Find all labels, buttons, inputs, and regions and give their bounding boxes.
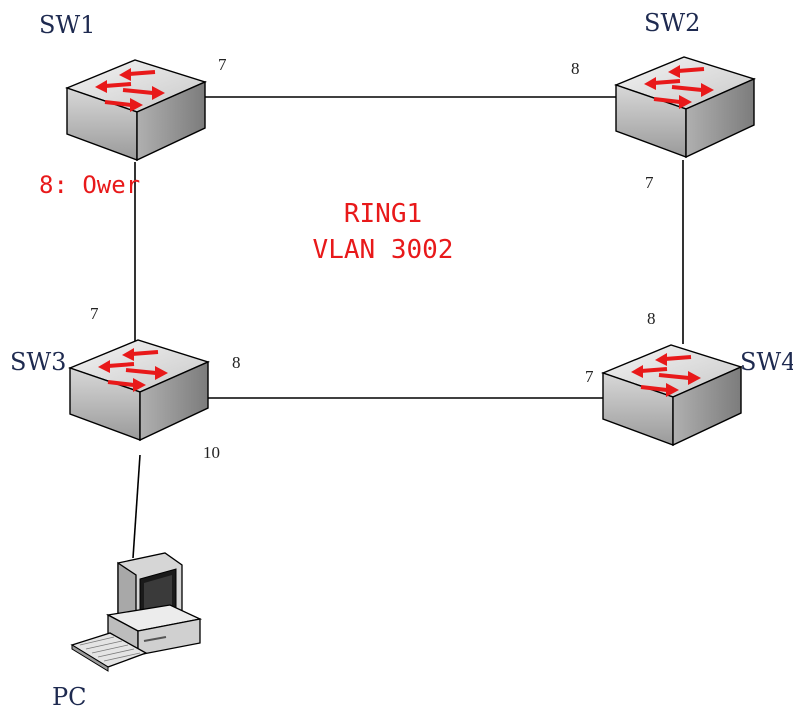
sw4-label: SW4 xyxy=(740,348,793,376)
switch-sw3-icon[interactable] xyxy=(68,338,210,442)
pc-label: PC xyxy=(52,683,87,711)
sw1-port-right: 7 xyxy=(218,55,227,74)
sw3-port-down: 10 xyxy=(203,443,220,462)
sw1-label: SW1 xyxy=(39,11,95,39)
sw3-port-up: 7 xyxy=(90,304,99,323)
sw4-port-left: 7 xyxy=(585,367,594,386)
switch-sw1-icon[interactable] xyxy=(65,58,207,162)
ring-vlan: VLAN 3002 xyxy=(313,235,454,265)
pc-icon[interactable] xyxy=(70,552,203,672)
sw3-port-right: 8 xyxy=(232,353,241,372)
sw1-port-down: 8: Ower xyxy=(39,171,140,199)
sw2-port-left: 8 xyxy=(571,59,580,78)
sw3-label: SW3 xyxy=(10,348,66,376)
ring-name: RING1 xyxy=(344,199,422,229)
link-sw3-pc xyxy=(132,454,141,559)
sw4-port-up: 8 xyxy=(647,309,656,328)
sw2-label: SW2 xyxy=(644,9,700,37)
switch-sw2-icon[interactable] xyxy=(614,55,756,159)
switch-sw4-icon[interactable] xyxy=(601,343,743,447)
sw2-port-down: 7 xyxy=(645,173,654,192)
